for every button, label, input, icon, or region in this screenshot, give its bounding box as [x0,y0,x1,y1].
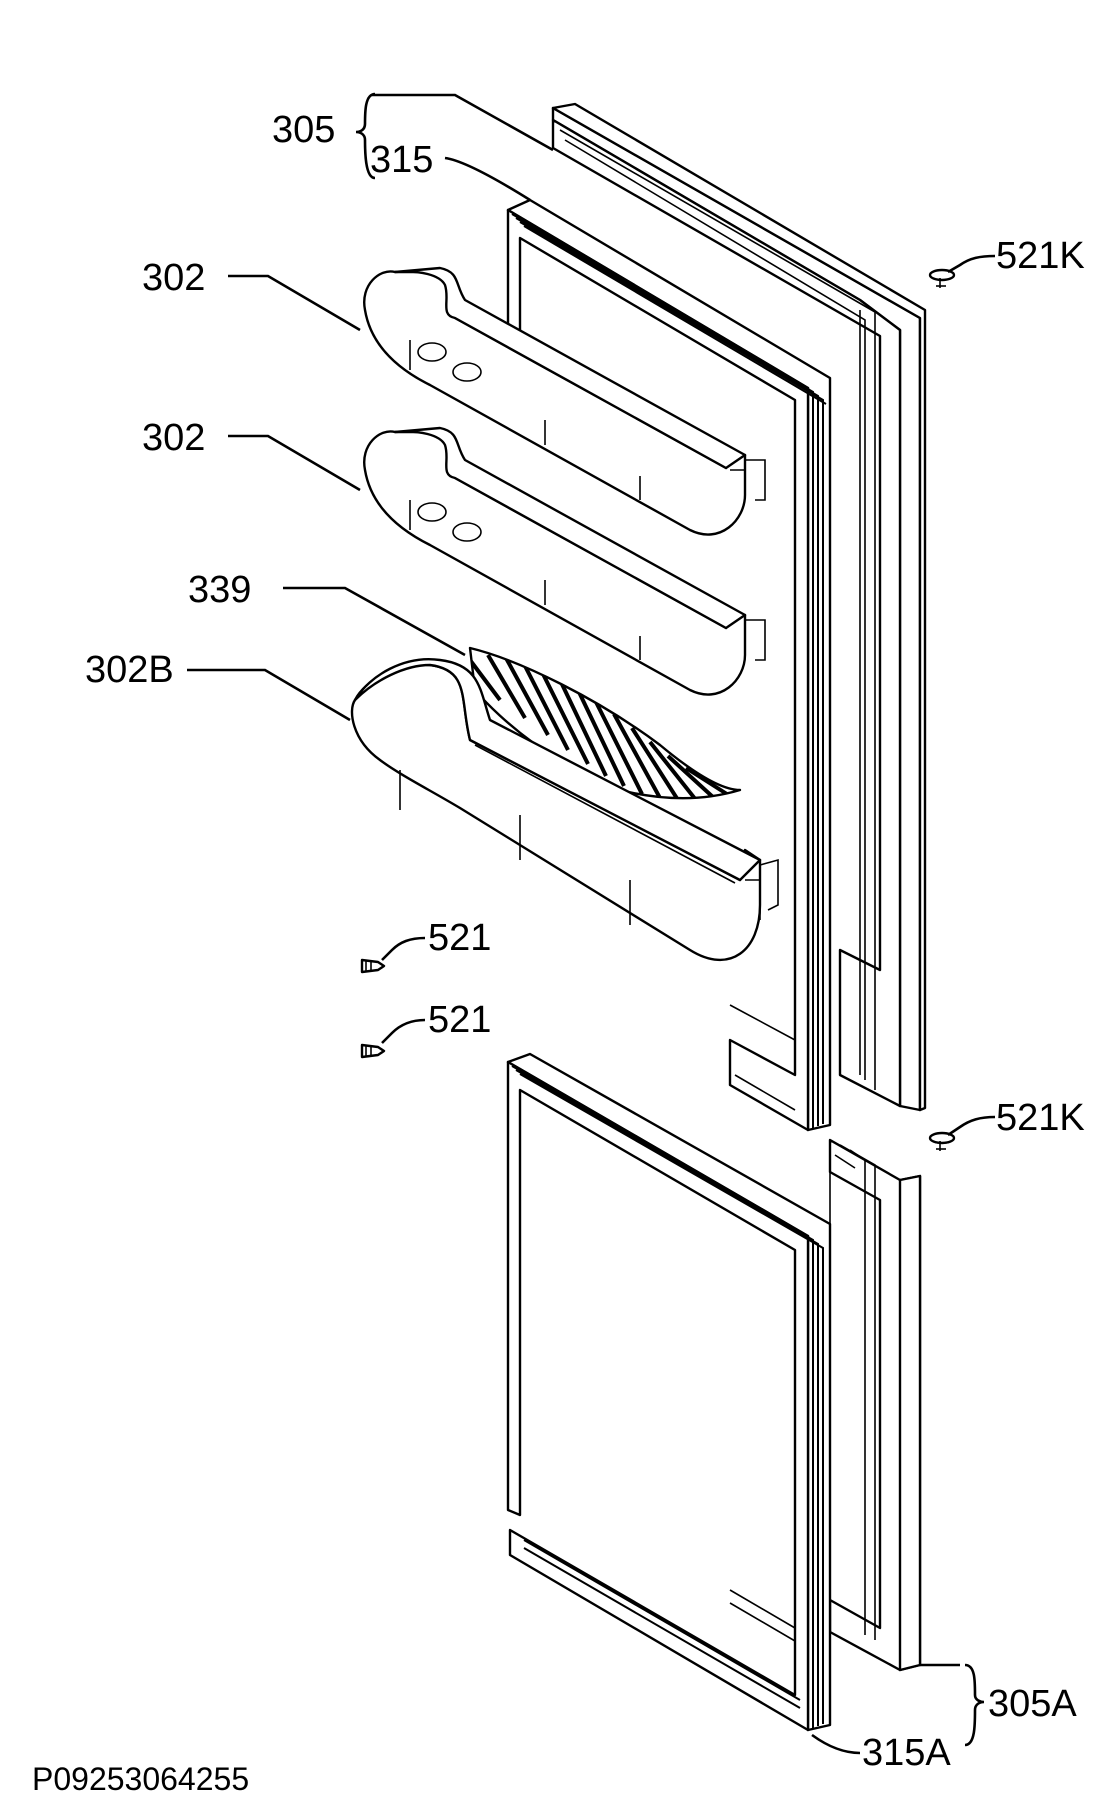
label-521K-lower: 521K [996,1097,1085,1139]
door-shelf-302-middle [363,426,766,696]
door-shelf-302B [350,658,779,962]
label-521K-upper: 521K [996,235,1085,277]
lower-gasket-315A [506,1052,832,1732]
label-305: 305 [272,109,335,151]
screw-lower [360,1043,386,1059]
bottle-divider-339 [468,646,742,800]
hinge-pin-lower [928,1131,956,1151]
label-315A: 315A [862,1732,951,1774]
label-315: 315 [370,139,433,181]
label-302B: 302B [85,649,174,691]
drawing-code: P09253064255 [32,1761,249,1797]
callout-labels: 305 315 302 302 339 302B 521K 521 521 52… [32,109,1085,1797]
label-339: 339 [188,569,251,611]
leader-lines [187,92,996,1755]
hinge-pin-upper [928,268,956,288]
upper-door-305 [551,102,927,1112]
label-521-lower: 521 [428,999,491,1041]
screw-upper [360,958,386,974]
label-302-top: 302 [142,257,205,299]
label-521-upper: 521 [428,917,491,959]
door-shelf-302-top [363,266,766,536]
lower-door-305A [828,1138,922,1672]
label-302-middle: 302 [142,417,205,459]
label-305A: 305A [988,1683,1077,1725]
